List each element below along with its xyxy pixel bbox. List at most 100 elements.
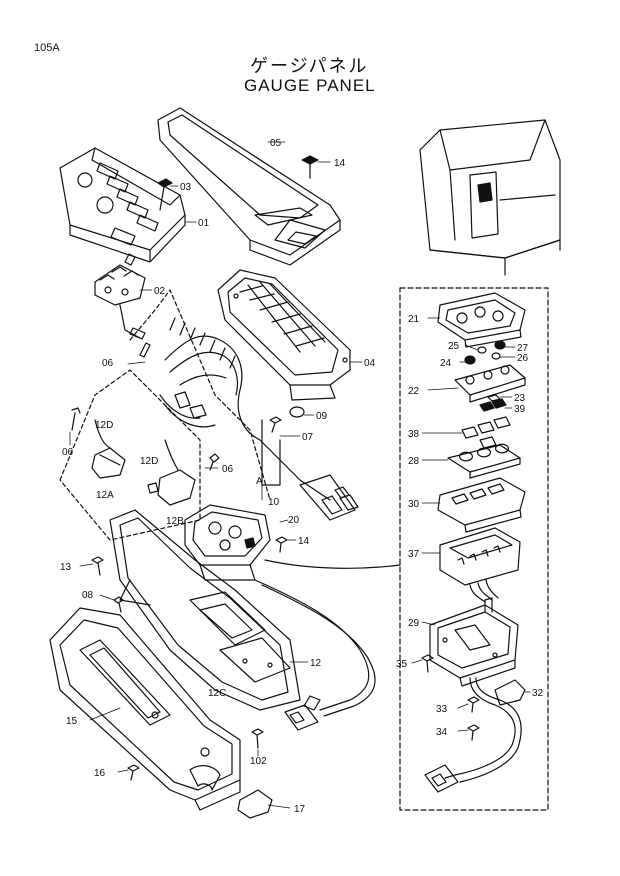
callout-label-12d: 12D xyxy=(140,456,158,467)
detail-connector xyxy=(424,764,459,793)
callout-label-08: 08 xyxy=(82,590,94,601)
plate-22 xyxy=(454,364,526,403)
cap-25 xyxy=(477,346,487,354)
knob-27 xyxy=(494,340,506,350)
switch-body-30 xyxy=(437,477,526,533)
screw-08 xyxy=(113,596,124,613)
callout-label-07: 07 xyxy=(302,432,314,443)
grommet-09 xyxy=(289,406,305,418)
callout-label-02: 02 xyxy=(154,286,166,297)
detail-connector-inner xyxy=(431,773,447,787)
connector-lower xyxy=(284,704,319,731)
callout-label-06: 06 xyxy=(102,358,114,369)
callout-label-37: 37 xyxy=(408,549,420,560)
callout-label-35: 35 xyxy=(396,659,408,670)
callout-label-04: 04 xyxy=(364,358,376,369)
callout-label-32: 32 xyxy=(532,688,544,699)
screw-13 xyxy=(91,556,104,576)
knob-24 xyxy=(464,355,476,365)
glass-cover-05 xyxy=(157,107,341,266)
rubber-caps-38 xyxy=(461,416,511,449)
callout-label-14: 14 xyxy=(334,158,346,169)
callout-label-22: 22 xyxy=(408,386,420,397)
switch-assembly-37 xyxy=(439,527,521,603)
callout-label-03: 03 xyxy=(180,182,192,193)
callout-label-38: 38 xyxy=(408,429,420,440)
screw-35 xyxy=(421,654,434,673)
callout-label-21: 21 xyxy=(408,314,420,325)
callout-label-29: 29 xyxy=(408,618,420,629)
callout-label-39: 39 xyxy=(514,404,526,415)
callout-label-30: 30 xyxy=(408,499,420,510)
callout-label-16: 16 xyxy=(94,768,106,779)
switch-pod-20 xyxy=(184,504,271,581)
callout-label-05: 05 xyxy=(270,138,282,149)
cable-to-detail xyxy=(264,559,401,569)
callout-label-26: 26 xyxy=(517,353,529,364)
panel-cover-01 xyxy=(59,147,186,263)
screw-16 xyxy=(127,764,140,781)
callout-label-12b: 12B xyxy=(166,516,184,527)
callout-label-13: 13 xyxy=(60,562,72,573)
detail-cable-outer xyxy=(459,677,522,783)
relay-bracket-02 xyxy=(94,253,146,340)
console-frame-12 xyxy=(109,509,301,711)
screw-33 xyxy=(467,696,480,713)
callout-label-27: 27 xyxy=(517,343,529,354)
detail-cable xyxy=(444,677,516,779)
callout-label-34: 34 xyxy=(436,727,448,738)
callout-label-15: 15 xyxy=(66,716,78,727)
assembly-outline-upper xyxy=(129,289,271,501)
callout-label-24: 24 xyxy=(440,358,452,369)
relay-12B xyxy=(147,439,196,506)
callout-label-06: 06 xyxy=(62,447,74,458)
callout-label-a: A xyxy=(256,476,263,487)
callout-label-25: 25 xyxy=(448,341,460,352)
callout-label-20: 20 xyxy=(288,515,300,526)
callout-label-12d: 12D xyxy=(95,420,113,431)
pin-06-upper xyxy=(139,342,151,358)
callout-label-09: 09 xyxy=(316,411,328,422)
callout-label-12a: 12A xyxy=(96,490,114,501)
cap-17 xyxy=(237,789,273,819)
piece-39 xyxy=(479,398,507,412)
cap-26 xyxy=(491,352,501,360)
relay-12A xyxy=(91,419,126,479)
callout-label-14: 14 xyxy=(298,536,310,547)
callout-label-10: 10 xyxy=(268,497,280,508)
lower-cover-15 xyxy=(49,607,241,811)
wiring-harness xyxy=(159,317,359,521)
leader-bracket-A xyxy=(261,419,281,486)
callout-label-33: 33 xyxy=(436,704,448,715)
screw-03 xyxy=(157,178,173,211)
callout-label-28: 28 xyxy=(408,456,420,467)
page-number: 105A xyxy=(34,42,60,54)
callout-label-12: 12 xyxy=(310,658,322,669)
screw-34 xyxy=(467,724,480,741)
gauge-case-04 xyxy=(217,269,351,401)
screw-06-left xyxy=(71,407,81,431)
callout-label-23: 23 xyxy=(514,393,526,404)
assembly-outline-left xyxy=(59,369,201,541)
connector-lower-inner xyxy=(289,711,305,724)
callout-label-102: 102 xyxy=(250,756,267,767)
title-english: GAUGE PANEL xyxy=(244,76,376,95)
screw-07 xyxy=(269,416,282,433)
cab-illustration xyxy=(419,119,561,276)
screw-14-top xyxy=(301,155,319,179)
switch-top-21 xyxy=(437,292,526,348)
screw-14-mid xyxy=(275,536,288,553)
callout-label-01: 01 xyxy=(198,218,210,229)
callout-label-12c: 12C xyxy=(208,688,226,699)
gasket-28 xyxy=(447,443,521,479)
detail-box xyxy=(399,287,549,811)
cable-lower-outer xyxy=(261,584,376,717)
screw-102 xyxy=(251,728,264,749)
clamp-32 xyxy=(494,679,526,706)
housing-29 xyxy=(429,597,519,687)
cable-lower xyxy=(254,579,370,711)
title-japanese: ゲージパネル xyxy=(250,56,369,76)
callout-label-17: 17 xyxy=(294,804,306,815)
